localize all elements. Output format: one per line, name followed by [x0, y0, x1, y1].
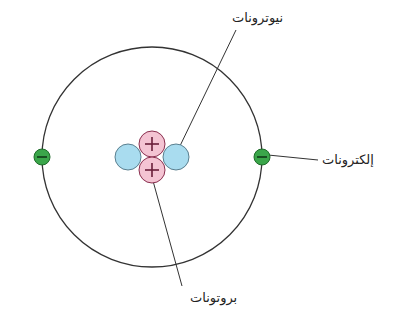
electron — [254, 149, 270, 165]
neutron — [115, 144, 141, 170]
part-label: إلكترونات — [322, 152, 374, 168]
minus-sign — [37, 156, 267, 158]
part-label: نيوترونات — [232, 10, 283, 26]
leader-line — [268, 155, 318, 160]
leader-line — [178, 30, 236, 150]
neutron — [163, 144, 189, 170]
electron — [34, 149, 50, 165]
proton — [139, 157, 165, 183]
plus-sign — [145, 137, 159, 177]
electron-orbit — [42, 47, 262, 267]
proton — [139, 131, 165, 157]
part-label: بروتونات — [190, 290, 237, 306]
leader-line — [150, 170, 182, 286]
